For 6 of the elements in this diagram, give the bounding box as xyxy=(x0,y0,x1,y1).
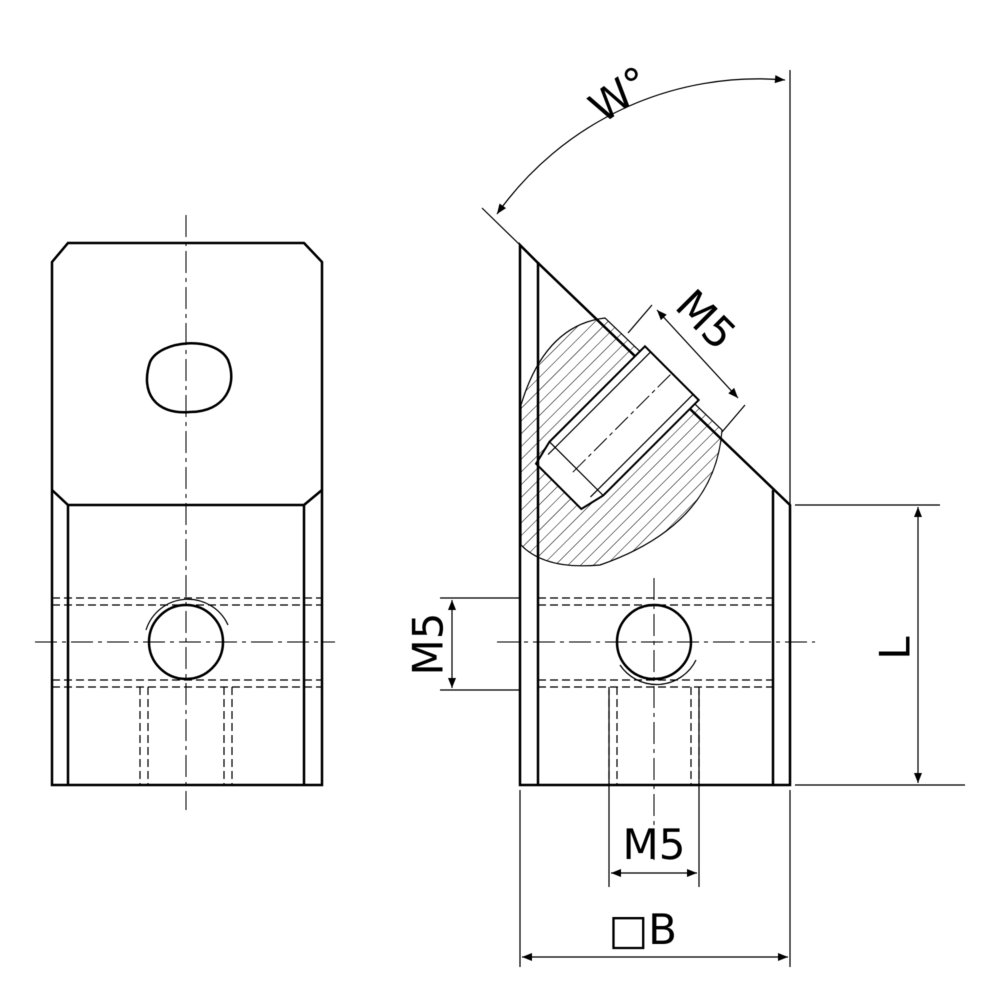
dimension-label: M5 xyxy=(406,612,449,676)
dimension-label: M5 xyxy=(622,824,686,866)
dimension-label: □B xyxy=(608,909,677,951)
dimension-label: W° xyxy=(582,60,658,130)
dimension-label: M5 xyxy=(668,282,742,358)
dimension-label: L xyxy=(874,636,916,660)
